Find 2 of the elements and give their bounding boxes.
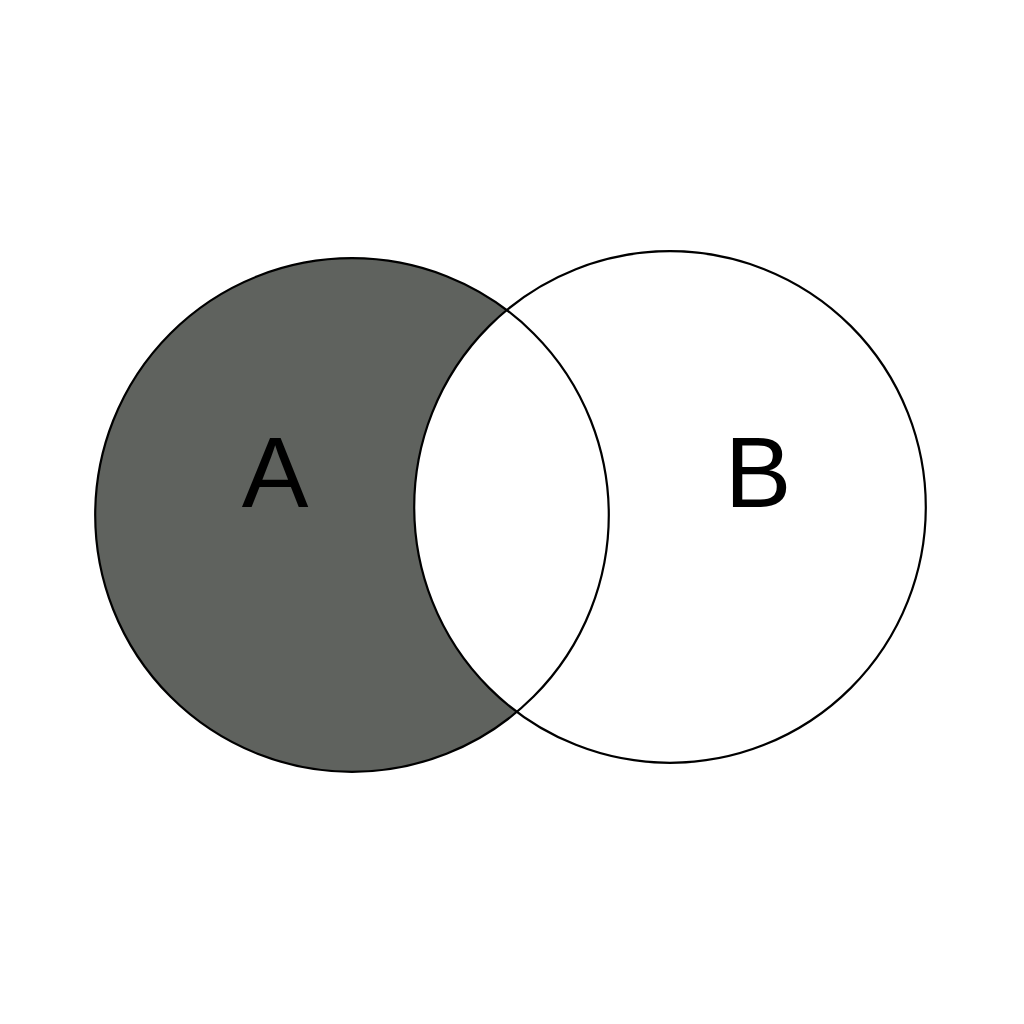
set-label: B [724, 422, 792, 522]
set-label: A [241, 422, 309, 522]
